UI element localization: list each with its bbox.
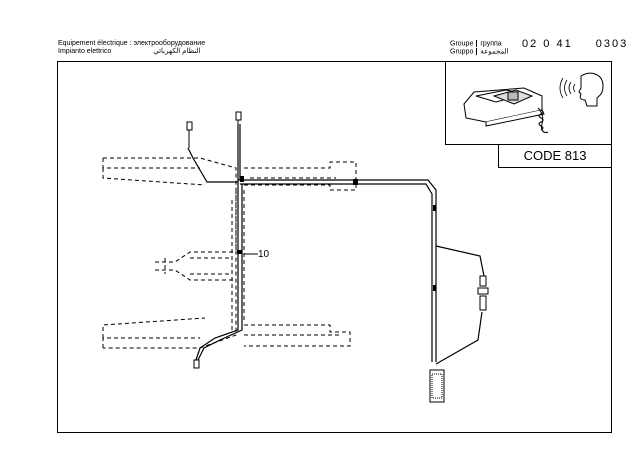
- group-label-ru: группа: [480, 40, 502, 48]
- equipment-label-fr: Equipement électrique: [58, 40, 128, 47]
- group-number: 02 0 41 0303: [522, 38, 628, 50]
- car-phone-handset-icon: [463, 87, 549, 133]
- chassis-outline: [102, 157, 357, 349]
- speaking-head-icon: [559, 72, 604, 107]
- header-equipment-labels: Equipement électrique : электрооборудова…: [58, 40, 206, 55]
- group-number-value: 02 0 41: [522, 38, 573, 50]
- phone-branch: [435, 245, 485, 365]
- top-center-connector: [235, 111, 242, 124]
- page-ref: 0303: [595, 38, 629, 50]
- header-group-labels: Groupe группа Gruppo المجموعة: [450, 40, 509, 57]
- bottom-connector: [193, 359, 200, 369]
- code-label: CODE 813: [498, 144, 612, 168]
- drawing-frame: [57, 61, 612, 433]
- main-harness: [187, 124, 437, 362]
- car-phone-illustration: [445, 61, 612, 145]
- harness-markers: [237, 176, 436, 291]
- group-label-ar: المجموعة: [480, 48, 509, 56]
- group-label-it: Gruppo: [450, 48, 474, 56]
- callout-label: 10: [258, 249, 270, 260]
- equipment-label-it: Impianto elettrico: [58, 48, 112, 55]
- handset-unit: [429, 369, 445, 403]
- top-left-connector: [186, 121, 193, 148]
- group-label-fr: Groupe: [450, 40, 474, 48]
- equipment-label-ru: электрооборудование: [133, 40, 206, 47]
- equipment-label-ar: النظام الكهربائي: [153, 48, 201, 55]
- phone-connectors: [477, 275, 489, 311]
